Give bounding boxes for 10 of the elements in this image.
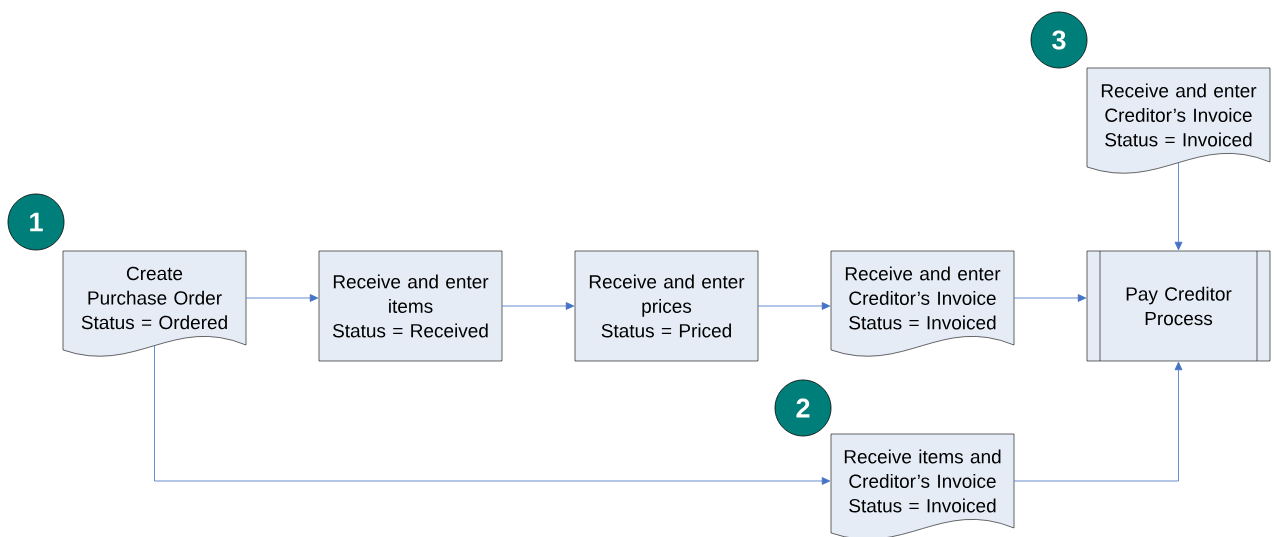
arrow [245,294,319,302]
process-box: Receive and enter prices Status = Priced [574,250,759,362]
arrow [1174,161,1183,251]
arrow [1013,294,1087,302]
arrow [757,302,831,310]
predefined-process-box: Pay Creditor Process [1086,250,1271,362]
process-box: Receive and enter items Status = Received [318,250,503,362]
arrow [1013,361,1183,482]
arrow [501,302,575,310]
arrow [154,344,831,485]
